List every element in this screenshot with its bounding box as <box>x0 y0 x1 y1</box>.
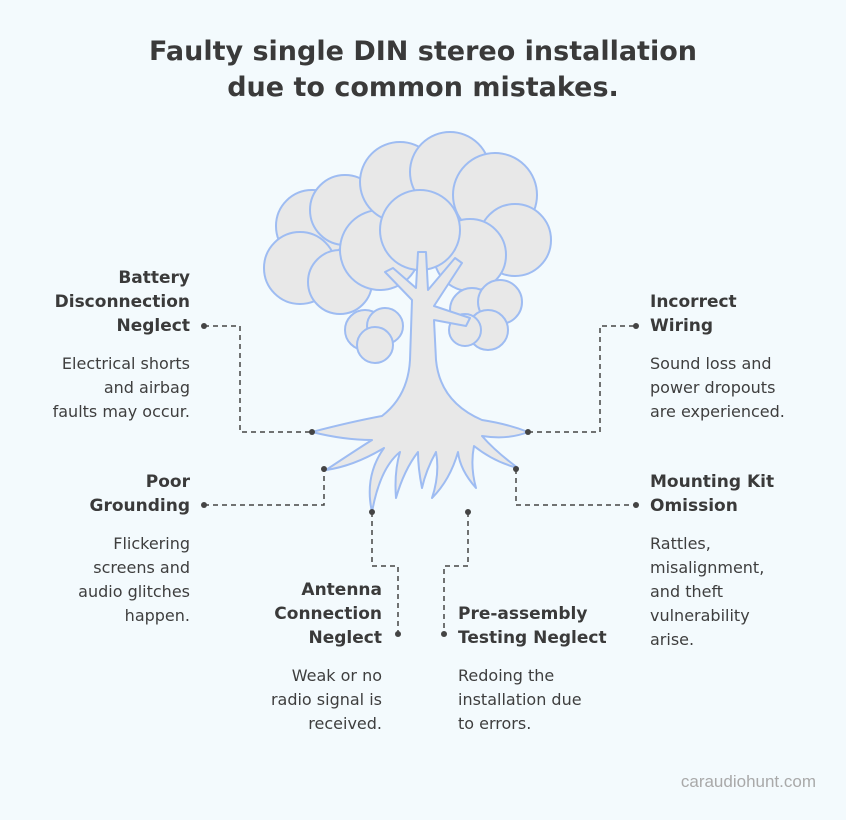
item-mounting: Mounting Kit Omission Rattles, misalignm… <box>650 470 846 652</box>
tree-trunk-and-roots <box>311 251 529 513</box>
item-battery: Battery Disconnection Neglect Electrical… <box>0 266 190 424</box>
title-line-2: due to common mistakes. <box>227 72 619 103</box>
item-grounding: Poor Grounding Flickering screens and au… <box>0 470 190 628</box>
connectors <box>204 325 636 634</box>
connector-mounting <box>515 469 636 506</box>
item-preassembly-description: Redoing the installation due to errors. <box>458 666 582 733</box>
connector-antenna <box>371 512 399 634</box>
connector-grounding <box>204 469 325 506</box>
item-grounding-heading: Poor Grounding <box>89 472 191 516</box>
connector-battery <box>204 325 312 433</box>
connector-wiring <box>528 325 636 433</box>
item-wiring-heading: Incorrect Wiring <box>650 292 737 336</box>
item-wiring-description: Sound loss and power dropouts are experi… <box>650 354 785 421</box>
item-preassembly: Pre-assembly Testing Neglect Redoing the… <box>458 602 658 736</box>
item-preassembly-heading: Pre-assembly Testing Neglect <box>458 604 607 648</box>
tree-canopy <box>263 131 552 315</box>
item-antenna: Antenna Connection Neglect Weak or no ra… <box>182 578 382 736</box>
item-mounting-heading: Mounting Kit Omission <box>650 472 775 516</box>
item-grounding-description: Flickering screens and audio glitches ha… <box>78 534 190 625</box>
item-battery-description: Electrical shorts and airbag faults may … <box>52 354 190 421</box>
title-line-1: Faulty single DIN stereo installation <box>149 36 697 67</box>
tree-bush-left <box>344 307 404 364</box>
footer-watermark: caraudiohunt.com <box>680 772 816 791</box>
item-mounting-description: Rattles, misalignment, and theft vulnera… <box>650 534 765 649</box>
diagram-title: Faulty single DIN stereo installation du… <box>0 34 846 106</box>
connector-preassembly <box>443 512 469 634</box>
connector-dots <box>201 323 639 637</box>
item-antenna-description: Weak or no radio signal is received. <box>270 666 382 733</box>
item-antenna-heading: Antenna Connection Neglect <box>274 580 382 648</box>
item-wiring: Incorrect Wiring Sound loss and power dr… <box>650 290 846 424</box>
item-battery-heading: Battery Disconnection Neglect <box>54 268 190 336</box>
